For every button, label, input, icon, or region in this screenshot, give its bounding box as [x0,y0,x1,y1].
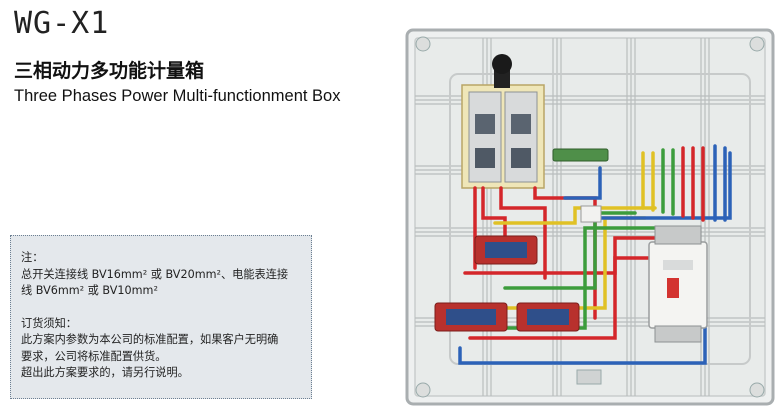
notes-line: 线 BV6mm² 或 BV10mm² [21,284,158,297]
order-line: 超出此方案要求的，请另行说明。 [21,366,189,379]
product-title-english: Three Phases Power Multi-functionment Bo… [14,87,341,105]
model-number: WG-X1 [14,6,110,41]
order-heading: 订货须知： [21,316,77,330]
order-line: 要求，公司将标准配置供货。 [21,349,167,363]
product-photo [405,28,775,406]
product-title-chinese: 三相动力多功能计量箱 [14,60,205,82]
order-line: 此方案内参数为本公司的标准配置，如果客户无明确 [21,333,279,346]
notes-panel: 注： 总开关连接线 BV16mm² 或 BV20mm²、电能表连接 线 BV6m… [10,235,312,399]
meter-box-illustration [405,28,775,406]
notes-heading: 注： [21,251,44,264]
notes-line: 总开关连接线 BV16mm² 或 BV20mm²、电能表连接 [21,267,289,281]
